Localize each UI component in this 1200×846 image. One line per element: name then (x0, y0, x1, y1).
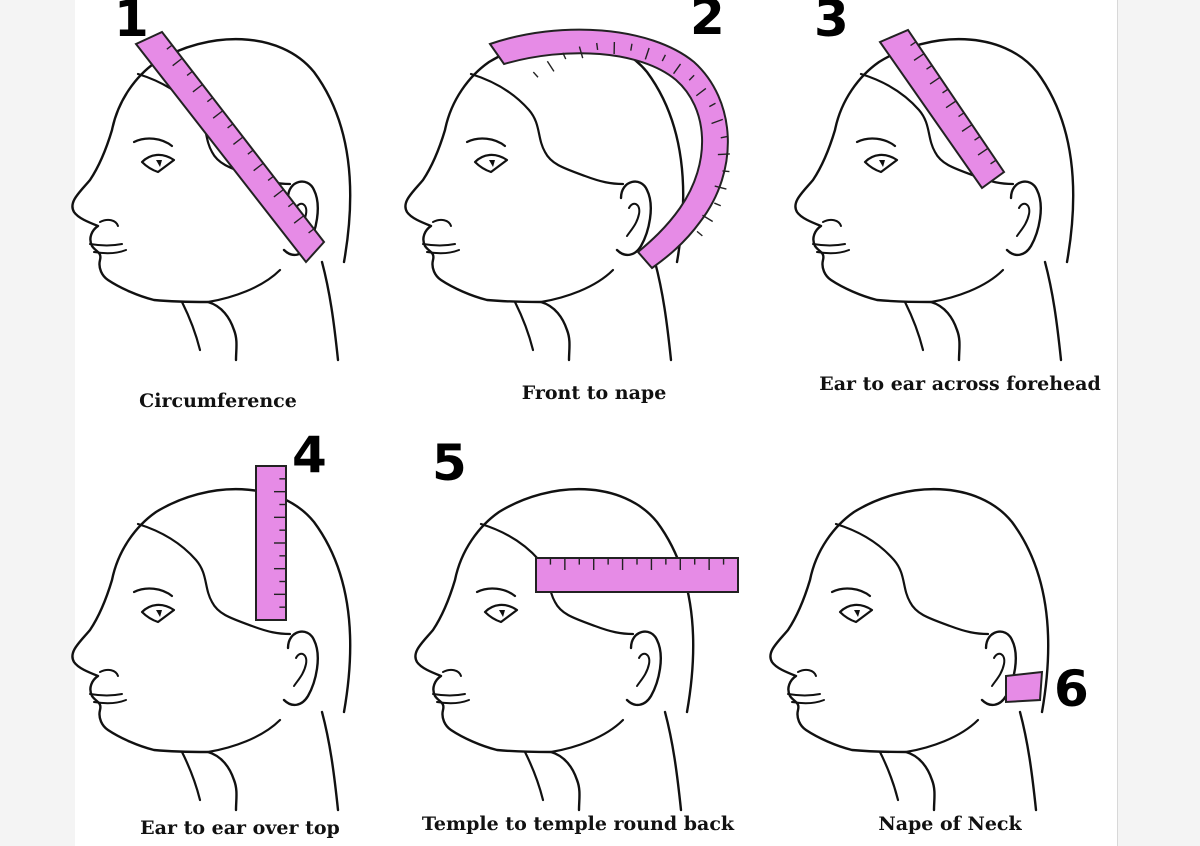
panel-number-2: 2 (690, 0, 725, 46)
head-6 (769, 487, 1050, 812)
caption-front-to-nape: Front to nape (521, 382, 667, 404)
caption-circumference: Circumference (139, 390, 297, 412)
figure-panel (75, 0, 1118, 846)
panel-number-6: 6 (1054, 660, 1089, 718)
tape-ticks (166, 41, 997, 608)
panel-number-1: 1 (114, 0, 149, 48)
panel-number-5: 5 (432, 434, 467, 492)
head-1 (71, 37, 352, 362)
head-2 (404, 37, 685, 362)
tape-nape-of-neck (1005, 670, 1044, 704)
tape-ear-to-ear-forehead (878, 28, 1006, 190)
panel-number-3: 3 (814, 0, 849, 48)
caption-ear-to-ear-forehead: Ear to ear across forehead (819, 373, 1101, 395)
caption-temple-to-temple: Temple to temple round back (421, 813, 735, 835)
caption-ear-to-ear-over-top: Ear to ear over top (140, 817, 340, 839)
head-4 (71, 487, 352, 812)
tape-front-to-nape (488, 28, 729, 270)
head-5 (414, 487, 695, 812)
tape-circumference (134, 30, 326, 264)
panel-number-4: 4 (292, 426, 327, 484)
caption-nape-of-neck: Nape of Neck (878, 813, 1022, 835)
